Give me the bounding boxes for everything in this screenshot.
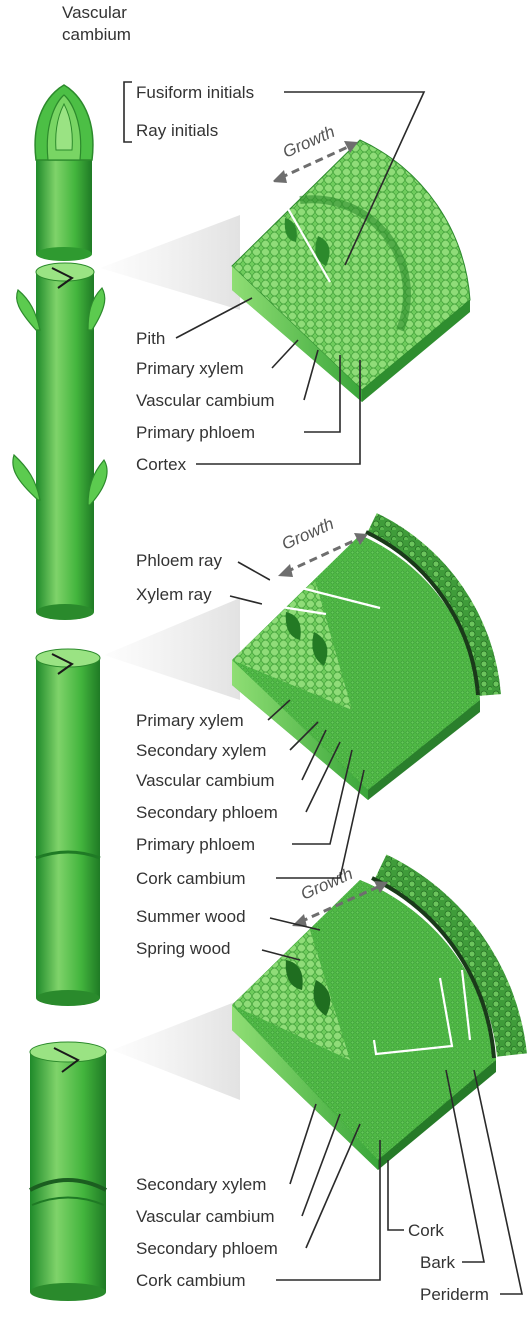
label-xylem-ray: Xylem ray	[136, 585, 212, 604]
label-vascular-cambium-2: Vascular cambium	[136, 771, 275, 790]
stem-tip-bud	[35, 85, 93, 261]
leader-cork	[388, 1160, 404, 1230]
label-primary-phloem-2: Primary phloem	[136, 835, 255, 854]
label-bark: Bark	[420, 1253, 455, 1272]
stem-segment-3	[30, 1042, 106, 1301]
label-secondary-xylem-3: Secondary xylem	[136, 1175, 266, 1194]
leader-secondary-phloem-3	[306, 1124, 360, 1248]
cross-section-block-1	[232, 140, 470, 402]
leader-secondary-xylem-3	[290, 1104, 316, 1184]
label-vascular-cambium: Vascular cambium	[136, 391, 275, 410]
label-periderm: Periderm	[420, 1285, 489, 1304]
label-cork: Cork	[408, 1221, 444, 1240]
title-line-1: Vascular	[62, 3, 127, 22]
projection-fan-1	[100, 215, 240, 310]
label-fusiform-initials: Fusiform initials	[136, 83, 254, 102]
projection-fan-2	[104, 598, 240, 700]
label-vascular-cambium-3: Vascular cambium	[136, 1207, 275, 1226]
title-bracket	[124, 82, 132, 142]
cross-section-block-3	[232, 868, 512, 1170]
label-primary-phloem: Primary phloem	[136, 423, 255, 442]
label-secondary-xylem-2: Secondary xylem	[136, 741, 266, 760]
label-secondary-phloem-3: Secondary phloem	[136, 1239, 278, 1258]
label-cork-cambium-2: Cork cambium	[136, 869, 246, 888]
label-cork-cambium-3: Cork cambium	[136, 1271, 246, 1290]
leader-bark	[446, 1070, 484, 1262]
label-spring-wood: Spring wood	[136, 939, 231, 958]
label-ray-initials: Ray initials	[136, 121, 218, 140]
leader-pith	[176, 298, 252, 338]
growth-label-2: Growth	[279, 514, 337, 554]
leader-cork-cambium-2	[276, 770, 364, 878]
label-summer-wood: Summer wood	[136, 907, 246, 926]
label-phloem-ray: Phloem ray	[136, 551, 222, 570]
label-primary-xylem-2: Primary xylem	[136, 711, 244, 730]
label-pith: Pith	[136, 329, 165, 348]
stem-segment-2	[36, 649, 100, 1006]
leader-periderm	[474, 1070, 522, 1294]
leader-cork-cambium-3	[276, 1140, 380, 1280]
label-cortex: Cortex	[136, 455, 187, 474]
leader-summer-wood	[270, 918, 320, 930]
cross-section-block-2	[232, 523, 490, 800]
title-line-2: cambium	[62, 25, 131, 44]
projection-fan-3	[112, 1000, 240, 1100]
stem-column	[13, 85, 107, 1301]
label-primary-xylem: Primary xylem	[136, 359, 244, 378]
stem-segment-1	[13, 263, 107, 620]
leader-phloem-ray-dark	[238, 562, 270, 580]
leader-primary-xylem	[272, 340, 298, 368]
label-secondary-phloem-2: Secondary phloem	[136, 803, 278, 822]
